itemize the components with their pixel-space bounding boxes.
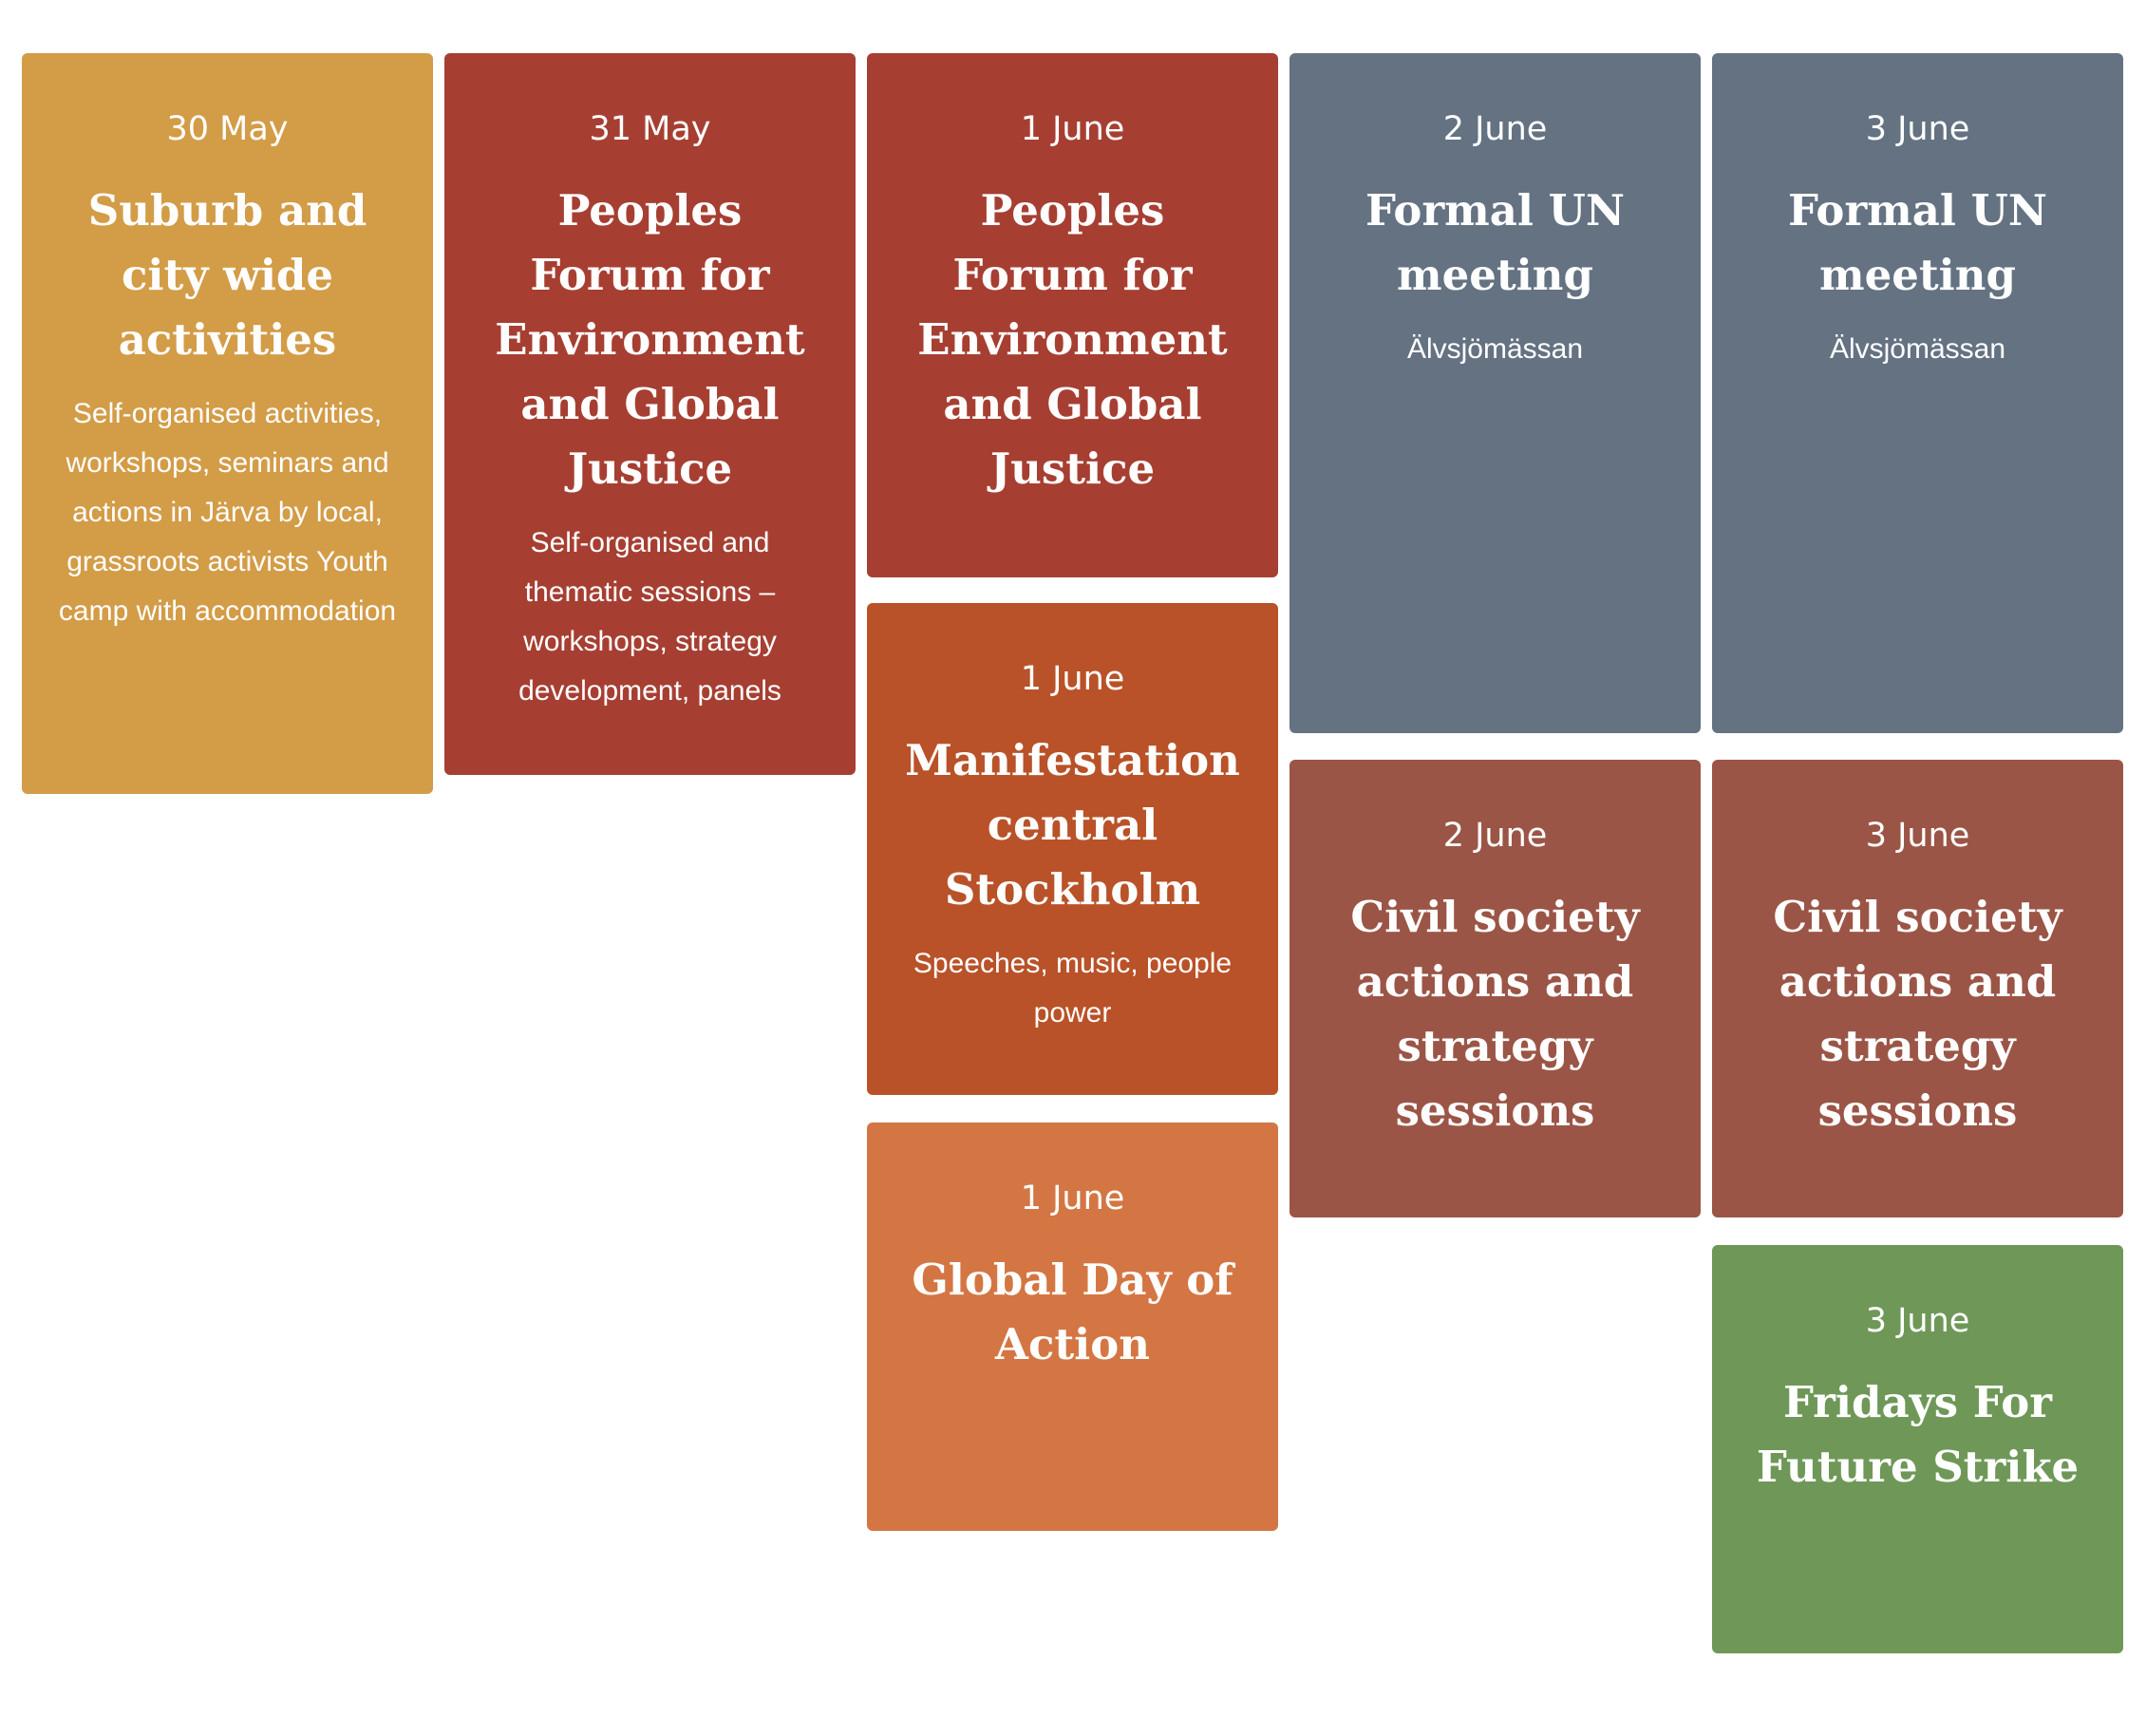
event-date: 2 June [1442, 817, 1548, 855]
event-date: 1 June [1020, 110, 1125, 148]
event-date: 3 June [1865, 1302, 1970, 1340]
event-title: Manifestation central Stockholm [905, 735, 1240, 915]
event-card-1-june-global-day-of-action: 1 June Global Day of Action [867, 1123, 1278, 1531]
event-card-1-june-manifestation: 1 June Manifestation central Stockholm S… [867, 603, 1278, 1095]
event-description: Speeches, music, people power [913, 948, 1233, 1028]
event-card-3-june-fridays-for-future: 3 June Fridays For Future Strike [1712, 1245, 2123, 1653]
event-date: 31 May [589, 110, 711, 148]
event-title: Global Day of Action [912, 1255, 1233, 1369]
event-title: Peoples Forum for Environment and Global… [495, 185, 805, 494]
event-card-3-june-formal-un-meeting: 3 June Formal UN meeting Älvsjömässan [1712, 53, 2123, 733]
event-date: 30 May [166, 110, 289, 148]
event-date: 1 June [1020, 1179, 1125, 1217]
event-title: Civil society actions and strategy sessi… [1350, 892, 1640, 1136]
event-date: 1 June [1020, 660, 1125, 698]
event-description: Self-organised and thematic sessions – w… [518, 527, 781, 707]
event-title: Formal UN meeting [1365, 185, 1626, 300]
event-title: Civil society actions and strategy sessi… [1773, 892, 2062, 1136]
event-title: Formal UN meeting [1787, 185, 2048, 300]
event-card-3-june-civil-society-actions: 3 June Civil society actions and strateg… [1712, 760, 2123, 1217]
event-card-2-june-civil-society-actions: 2 June Civil society actions and strateg… [1289, 760, 1701, 1217]
event-location: Älvsjömässan [1829, 333, 2006, 365]
event-location: Älvsjömässan [1406, 333, 1584, 365]
event-card-1-june-peoples-forum: 1 June Peoples Forum for Environment and… [867, 53, 1278, 577]
event-description: Self-organised activities, workshops, se… [58, 398, 397, 627]
event-card-30-may-suburb-activities: 30 May Suburb and city wide activities S… [22, 53, 433, 794]
event-card-31-may-peoples-forum: 31 May Peoples Forum for Environment and… [444, 53, 856, 775]
event-title: Peoples Forum for Environment and Global… [917, 185, 1228, 494]
event-date: 2 June [1442, 110, 1548, 148]
event-card-2-june-formal-un-meeting: 2 June Formal UN meeting Älvsjömässan [1289, 53, 1701, 733]
event-date: 3 June [1865, 110, 1970, 148]
event-date: 3 June [1865, 817, 1970, 855]
event-title: Suburb and city wide activities [87, 185, 367, 365]
event-title: Fridays For Future Strike [1756, 1377, 2080, 1492]
